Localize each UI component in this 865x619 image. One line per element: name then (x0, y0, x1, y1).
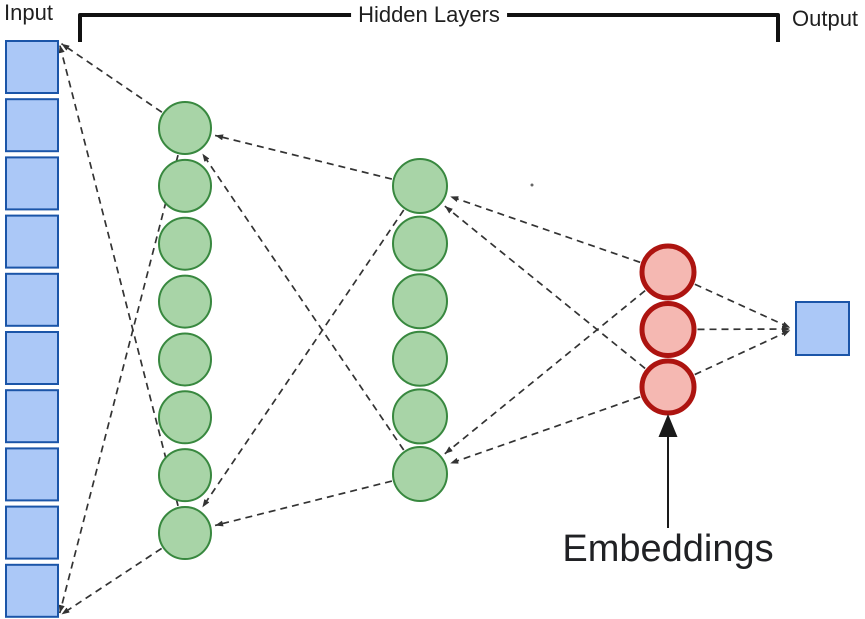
hidden1-node-3 (158, 216, 212, 271)
connection-line-15 (694, 329, 791, 376)
hidden1-node-7 (158, 448, 212, 503)
connection-line-13 (694, 283, 791, 329)
embeddings-arrow-head (658, 414, 678, 437)
hidden2-node-1 (392, 158, 448, 214)
embedding-node-1 (639, 243, 697, 301)
hidden-layers-label: Hidden Layers (351, 2, 507, 28)
embedding-node-2 (639, 301, 697, 358)
input-square-6 (5, 331, 59, 385)
connection-line-5 (214, 134, 393, 180)
connection-line-1 (60, 42, 163, 113)
input-square-2 (5, 98, 59, 153)
connection-line-3 (58, 154, 179, 614)
input-square-1 (5, 40, 59, 94)
connection-line-8 (214, 480, 393, 527)
hidden1-node-6 (158, 390, 212, 445)
input-square-10 (5, 563, 59, 618)
hidden1-node-5 (158, 332, 212, 387)
hidden2-node-3 (392, 273, 448, 330)
hidden1-node-4 (158, 274, 212, 329)
input-square-3 (5, 156, 59, 211)
input-square-5 (5, 272, 59, 327)
embedding-node-3 (639, 358, 697, 416)
connection-line-10 (444, 205, 646, 370)
input-label: Input (4, 0, 53, 25)
input-square-8 (5, 447, 59, 502)
connection-line-2 (58, 44, 179, 507)
hidden1-node-2 (158, 158, 212, 213)
embeddings-label: Embeddings (562, 528, 774, 570)
output-label: Output (792, 6, 859, 31)
connection-line-12 (449, 395, 641, 465)
input-square-9 (5, 505, 59, 560)
hidden2-node-2 (392, 215, 448, 272)
stray-dot (530, 183, 534, 187)
hidden2-node-4 (392, 330, 448, 387)
hidden1-node-8 (158, 506, 212, 561)
output-square-1 (795, 301, 850, 356)
hidden2-node-5 (392, 388, 448, 445)
connection-line-9 (449, 195, 641, 264)
hidden2-node-6 (392, 446, 448, 502)
input-square-4 (5, 214, 59, 269)
connection-line-4 (61, 547, 163, 616)
hidden1-node-1 (158, 101, 212, 155)
connection-line-7 (201, 209, 405, 508)
connection-line-6 (201, 153, 405, 451)
input-square-7 (5, 389, 59, 444)
